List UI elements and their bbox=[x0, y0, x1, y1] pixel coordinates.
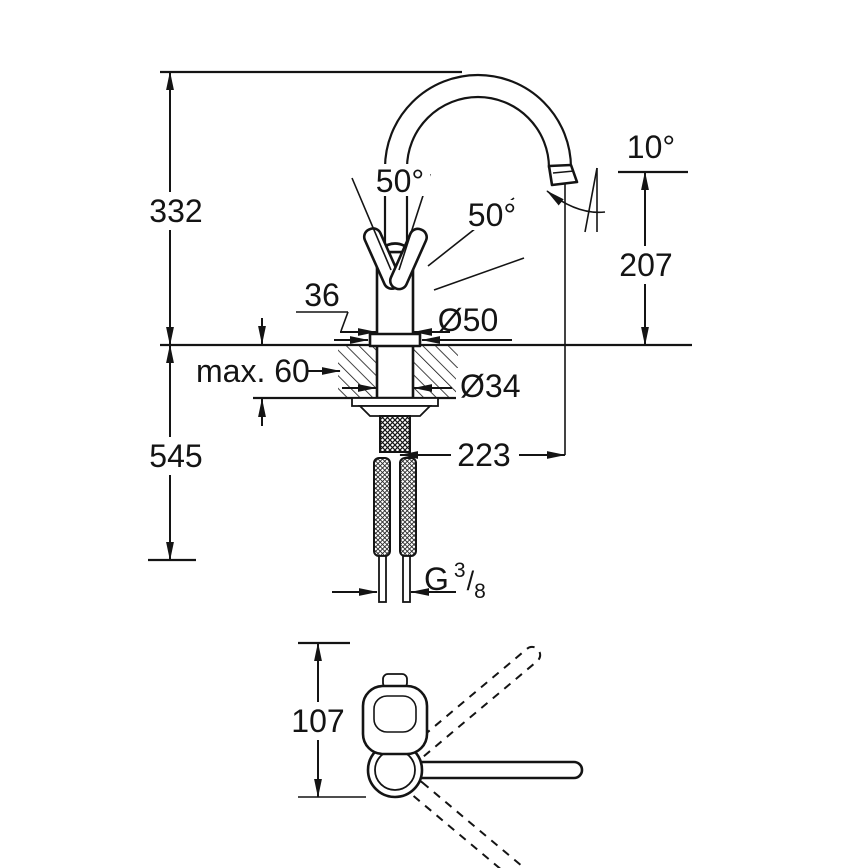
dim-34-label: Ø34 bbox=[460, 368, 520, 404]
spout-swivel-dashed-lower bbox=[408, 779, 542, 868]
dim-223-label: 223 bbox=[457, 437, 510, 473]
handle-angle-left-label: 50° bbox=[376, 163, 424, 199]
handle-lever-right-position bbox=[388, 227, 428, 291]
spout-arc-outer bbox=[383, 73, 573, 169]
handle-angle-right-label: 50° bbox=[468, 197, 516, 233]
base-collar bbox=[368, 332, 422, 348]
dim-max-60: max. 60 bbox=[196, 318, 341, 426]
label-backing bbox=[286, 702, 350, 740]
faucet-side-view bbox=[351, 73, 579, 603]
label-backing bbox=[456, 368, 532, 404]
spout-arm-top-view bbox=[406, 760, 584, 780]
spout-tilt-label: 10° bbox=[627, 129, 675, 165]
dim-diameter-34: Ø34 bbox=[342, 368, 532, 404]
dim-545: 545 bbox=[144, 344, 208, 561]
handle-top-view bbox=[361, 684, 429, 756]
dim-107: 107 bbox=[286, 641, 366, 798]
hose-left-connector bbox=[378, 555, 387, 603]
faucet-top-view bbox=[361, 645, 584, 868]
label-backing bbox=[451, 437, 519, 473]
hose-right bbox=[399, 457, 417, 557]
label-backing bbox=[370, 164, 430, 196]
dim-332: 332 bbox=[144, 71, 208, 346]
tilt-arc-arrow bbox=[546, 190, 606, 214]
max60-label: max. 60 bbox=[196, 353, 310, 389]
label-backing bbox=[617, 246, 677, 284]
spout-arc-inner bbox=[405, 95, 551, 169]
dim-207: 207 bbox=[617, 171, 677, 346]
dim-50-label: Ø50 bbox=[438, 302, 498, 338]
label-backing bbox=[144, 437, 208, 475]
handle-angle-line-left-a bbox=[351, 177, 392, 271]
thread-sup: 3 bbox=[454, 559, 466, 582]
outlet-tilt-construction-line bbox=[584, 167, 598, 233]
thread-slash: / bbox=[467, 566, 475, 596]
dim-332-label: 332 bbox=[149, 193, 202, 229]
dim-36-leader bbox=[340, 311, 349, 332]
handle-angle-line-right-b bbox=[433, 257, 525, 291]
mounting-cone bbox=[357, 405, 433, 417]
spout-outlet-nozzle bbox=[547, 163, 579, 187]
label-backing bbox=[144, 192, 208, 230]
hose-left bbox=[373, 457, 391, 557]
aerator-line bbox=[552, 170, 575, 174]
top-view-base-circle-inner bbox=[374, 749, 416, 791]
dim-36: 36 bbox=[296, 277, 450, 336]
hose-right-connector bbox=[402, 555, 411, 603]
dim-207-label: 207 bbox=[619, 247, 672, 283]
label-backing bbox=[462, 200, 524, 230]
threaded-shank bbox=[379, 415, 411, 453]
dim-223: 223 bbox=[399, 437, 566, 473]
thread-sub: 8 bbox=[474, 580, 486, 603]
thread-g: G bbox=[424, 561, 449, 597]
dim-107-label: 107 bbox=[291, 703, 344, 739]
mounting-flange bbox=[351, 397, 439, 407]
dim-545-label: 545 bbox=[149, 438, 202, 474]
dim-diameter-50: Ø50 bbox=[334, 302, 512, 344]
handle-inner-contour bbox=[373, 695, 417, 733]
dim-36-label: 36 bbox=[304, 277, 340, 313]
